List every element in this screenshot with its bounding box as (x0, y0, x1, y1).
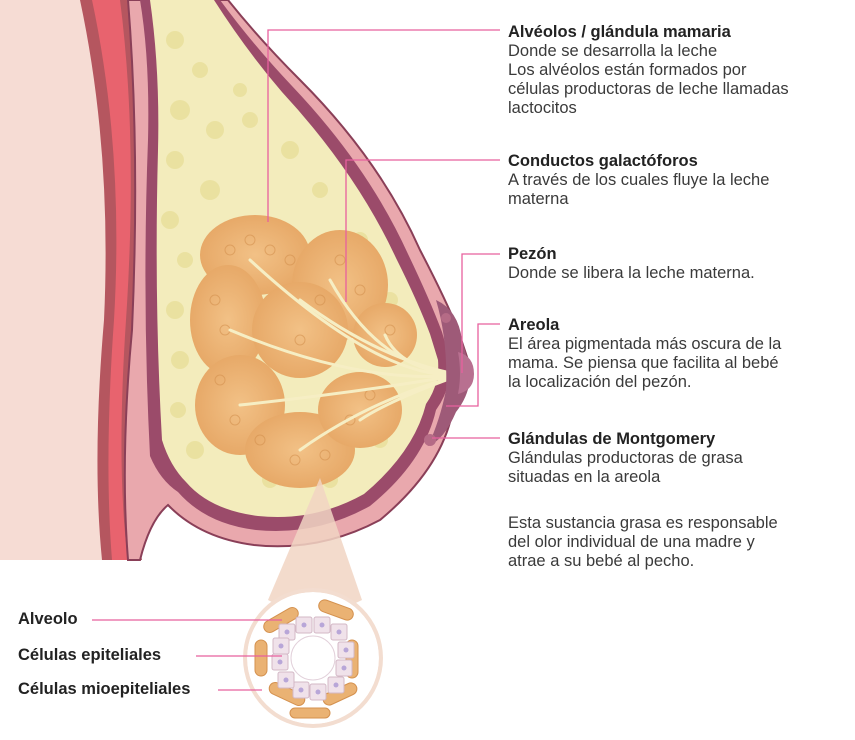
label-line: células productoras de leche llamadas (508, 80, 853, 99)
label-montgomery: Glándulas de Montgomery Glándulas produc… (508, 430, 853, 487)
label-line: El área pigmentada más oscura de la (508, 335, 853, 354)
montgomery-note: Esta sustancia grasa es responsable del … (508, 514, 853, 571)
label-line: la localización del pezón. (508, 373, 853, 392)
label-title: Pezón (508, 245, 853, 264)
label-line: lactocitos (508, 99, 853, 118)
label-title: Conductos galactóforos (508, 152, 853, 171)
label-title: Alvéolos / glándula mamaria (508, 23, 853, 42)
label-line: materna (508, 190, 853, 209)
note-line: del olor individual de una madre y (508, 533, 853, 552)
label-pezon: Pezón Donde se libera la leche materna. (508, 245, 853, 283)
cell-label-mioepiteliales: Células mioepiteliales (18, 680, 190, 699)
label-line: A través de los cuales fluye la leche (508, 171, 853, 190)
label-alveolos: Alvéolos / glándula mamaria Donde se des… (508, 23, 853, 118)
label-conductos: Conductos galactóforos A través de los c… (508, 152, 853, 209)
label-line: Los alvéolos están formados por (508, 61, 853, 80)
label-title: Areola (508, 316, 853, 335)
cell-label-alveolo: Alveolo (18, 610, 78, 629)
leader-pezon (462, 254, 500, 373)
label-areola: Areola El área pigmentada más oscura de … (508, 316, 853, 392)
nipple (458, 352, 474, 394)
alveolus-magnified (243, 588, 383, 728)
label-line: Glándulas productoras de grasa (508, 449, 853, 468)
note-line: atrae a su bebé al pecho. (508, 552, 853, 571)
label-line: mama. Se piensa que facilita al bebé (508, 354, 853, 373)
note-line: Esta sustancia grasa es responsable (508, 514, 853, 533)
label-line: situadas en la areola (508, 468, 853, 487)
cell-label-epiteliales: Células epiteliales (18, 646, 161, 665)
label-line: Donde se libera la leche materna. (508, 264, 853, 283)
label-title: Glándulas de Montgomery (508, 430, 853, 449)
chest-wall (0, 0, 142, 560)
label-line: Donde se desarrolla la leche (508, 42, 853, 61)
